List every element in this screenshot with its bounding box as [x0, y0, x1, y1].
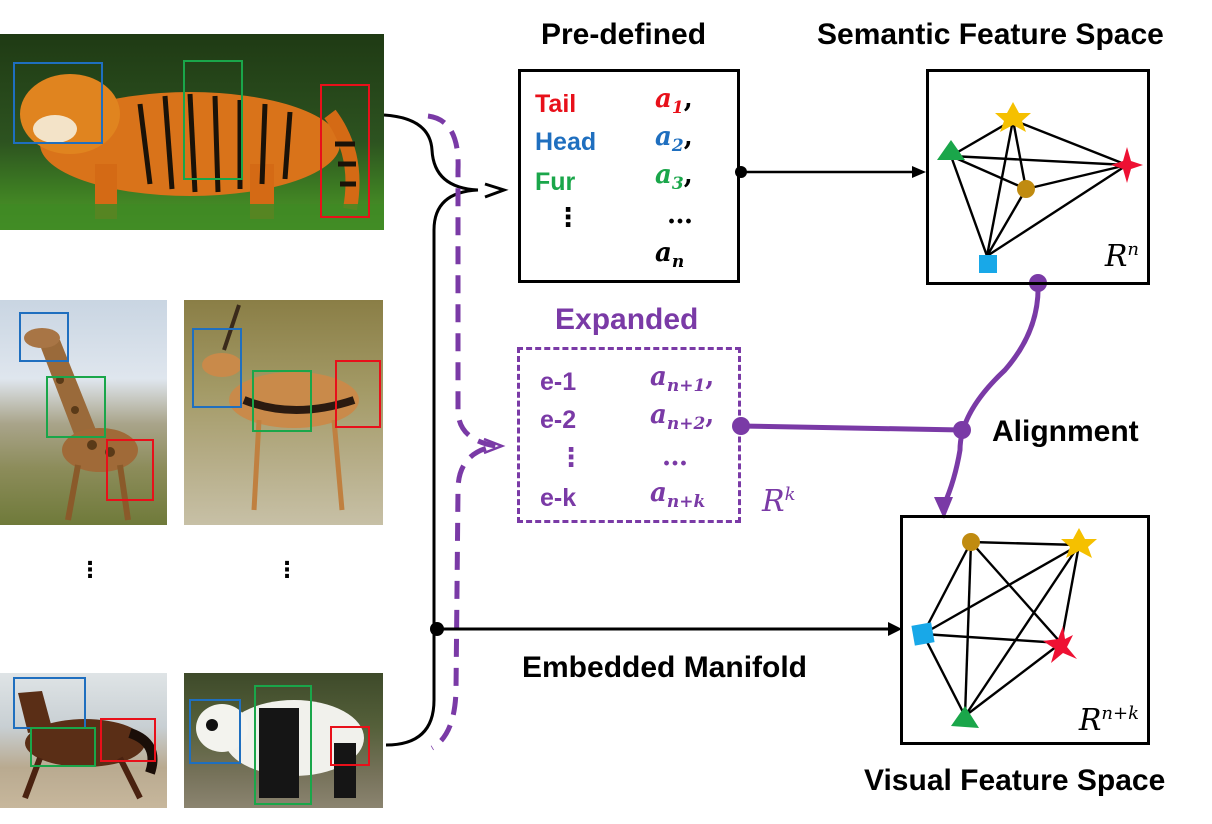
- fur-bbox: [252, 370, 312, 432]
- expanded-space-label: Rk: [762, 484, 796, 519]
- attribute-name-head: Head: [535, 128, 597, 156]
- tail-bbox: [330, 726, 370, 766]
- alignment-label: Alignment: [992, 415, 1139, 448]
- star-icon: [1061, 528, 1097, 558]
- tail-bbox: [106, 439, 154, 501]
- fur-bbox: [183, 60, 243, 180]
- triangle-icon: [951, 706, 979, 728]
- expanded-symbol-1: an+1,: [650, 362, 715, 397]
- expanded-name-1: e-1: [540, 368, 577, 396]
- predefined-attributes-box: Tail a1, Head a2, Fur a3, ⋮ … an: [518, 69, 740, 283]
- attribute-symbol-3: a3,: [655, 160, 693, 195]
- tail-bbox: [335, 360, 381, 428]
- visual-feature-space-box: Rn+k: [900, 515, 1150, 745]
- head-bbox: [19, 312, 69, 362]
- semantic-space-title: Semantic Feature Space: [817, 18, 1164, 51]
- square-icon: [979, 255, 997, 273]
- gazelle-image: [184, 300, 383, 525]
- star-icon: [995, 102, 1031, 132]
- square-icon: [911, 622, 935, 646]
- sparkle-icon: [1111, 147, 1143, 183]
- horse-illustration: [18, 691, 158, 800]
- attribute-symbol-2: a2,: [655, 122, 693, 157]
- triangle-icon: [937, 140, 965, 160]
- giraffe-image: [0, 300, 167, 525]
- predefined-title: Pre-defined: [541, 18, 707, 51]
- circle-icon: [1017, 180, 1035, 198]
- expanded-name-2: e-2: [540, 406, 577, 434]
- expanded-ellipsis: …: [662, 442, 688, 472]
- attribute-ellipsis-vertical: ⋮: [555, 202, 581, 232]
- semantic-feature-space-box: Rn: [926, 69, 1150, 285]
- horse-image: [0, 673, 167, 808]
- panda-image: [184, 673, 383, 808]
- circle-icon: [962, 533, 980, 551]
- expanded-title: Expanded: [555, 303, 699, 336]
- attribute-ellipsis: …: [667, 200, 693, 230]
- expanded-symbol-2: an+2,: [650, 400, 715, 435]
- semantic-graph: [937, 102, 1143, 273]
- expanded-ellipsis-vertical: ⋮: [558, 442, 584, 472]
- attribute-name-fur: Fur: [535, 168, 576, 196]
- sparkle-icon: [1043, 626, 1077, 663]
- visual-space-label: Rn+k: [1078, 703, 1139, 738]
- expanded-name-k: e-k: [540, 484, 577, 512]
- fur-bbox: [30, 727, 96, 767]
- attribute-name-tail: Tail: [535, 90, 577, 118]
- fur-bbox: [254, 685, 312, 805]
- tail-bbox: [100, 718, 156, 762]
- semantic-space-label: Rn: [1104, 239, 1139, 274]
- attribute-symbol-n: an: [655, 238, 685, 273]
- head-bbox: [189, 699, 241, 764]
- visual-graph: [911, 528, 1097, 728]
- panda-illustration: [196, 700, 364, 798]
- gazelle-illustration: [202, 304, 359, 511]
- fur-bbox: [46, 376, 106, 438]
- expanded-attributes-box: e-1 an+1, e-2 an+2, ⋮ … e-k an+k: [517, 347, 741, 523]
- attribute-symbol-1: a1,: [655, 84, 693, 119]
- tiger-image: [0, 34, 384, 230]
- tail-bbox: [320, 84, 370, 218]
- head-bbox: [13, 62, 103, 144]
- head-bbox: [192, 328, 242, 408]
- embedded-manifold-label: Embedded Manifold: [522, 651, 807, 684]
- expanded-symbol-k: an+k: [650, 478, 706, 513]
- visual-space-title: Visual Feature Space: [864, 764, 1166, 797]
